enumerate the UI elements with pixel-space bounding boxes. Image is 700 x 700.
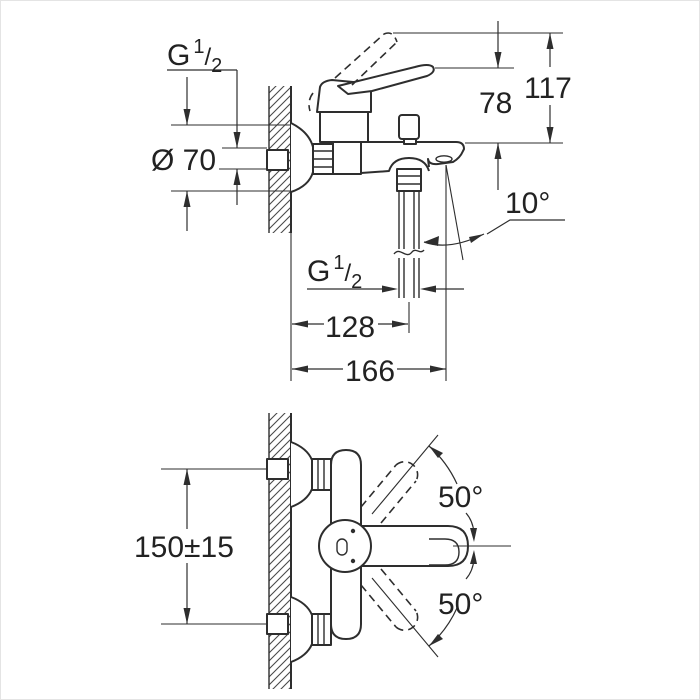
wall-union-fitting-top bbox=[266, 458, 289, 480]
dim-overall-height: 117 bbox=[524, 33, 572, 143]
handle-hub bbox=[318, 519, 372, 573]
escutcheon-bottom bbox=[290, 596, 313, 663]
lever-height-label: 78 bbox=[479, 87, 512, 120]
lever-swing-dashed-top bbox=[360, 460, 419, 524]
handle-lever-raised-dashed bbox=[308, 32, 398, 112]
connection-nut-bottom bbox=[311, 613, 332, 646]
diverter-knob bbox=[398, 114, 420, 145]
dim-overall-projection: 166 bbox=[292, 355, 446, 388]
outlet-distance-label: 128 bbox=[325, 311, 375, 344]
lever-swing-dashed-bottom bbox=[360, 568, 419, 632]
front-view: 150±15 50° 50° bbox=[134, 413, 511, 689]
front-extension-lines bbox=[161, 468, 285, 625]
swing-top-label: 50° bbox=[438, 481, 483, 514]
aerator-outlet bbox=[435, 155, 453, 163]
shower-outlet-pipe bbox=[393, 168, 425, 298]
connection-nut-top bbox=[311, 458, 332, 491]
wall-hatch bbox=[269, 413, 291, 689]
dim-inlet-spacing: 150±15 bbox=[134, 469, 234, 624]
escutcheon bbox=[290, 122, 314, 193]
pipe-break-mark bbox=[393, 249, 425, 256]
wall-section-front bbox=[268, 413, 292, 689]
dim-swing-top: 50° bbox=[371, 434, 483, 542]
faucet-side-profile bbox=[266, 32, 465, 298]
wall-union-fitting-bottom bbox=[266, 613, 289, 635]
handle-lever-side bbox=[316, 64, 435, 143]
side-extension-lines bbox=[171, 32, 563, 381]
overall-height-label: 117 bbox=[524, 72, 572, 105]
faucet-front-profile bbox=[266, 441, 469, 663]
escutcheon-diameter-label: Ø 70 bbox=[151, 144, 216, 177]
dim-swing-bottom: 50° bbox=[371, 550, 483, 658]
swing-bottom-label: 50° bbox=[438, 588, 483, 621]
escutcheon-top bbox=[290, 441, 313, 508]
inlet-spacing-label: 150±15 bbox=[134, 531, 234, 564]
overall-projection-label: 166 bbox=[345, 355, 395, 388]
dim-lever-height: 78 bbox=[479, 21, 512, 190]
dim-escutcheon-diameter: Ø 70 bbox=[151, 77, 216, 231]
dim-spout-angle: 10° bbox=[423, 187, 565, 246]
dim-outlet-distance: 128 bbox=[292, 311, 408, 344]
body-block bbox=[332, 141, 362, 175]
spout-angle-label: 10° bbox=[505, 187, 550, 220]
side-view: G1/2 Ø 70 78 117 bbox=[151, 21, 572, 388]
connection-nut bbox=[312, 143, 334, 175]
wall-union-fitting bbox=[266, 149, 289, 171]
